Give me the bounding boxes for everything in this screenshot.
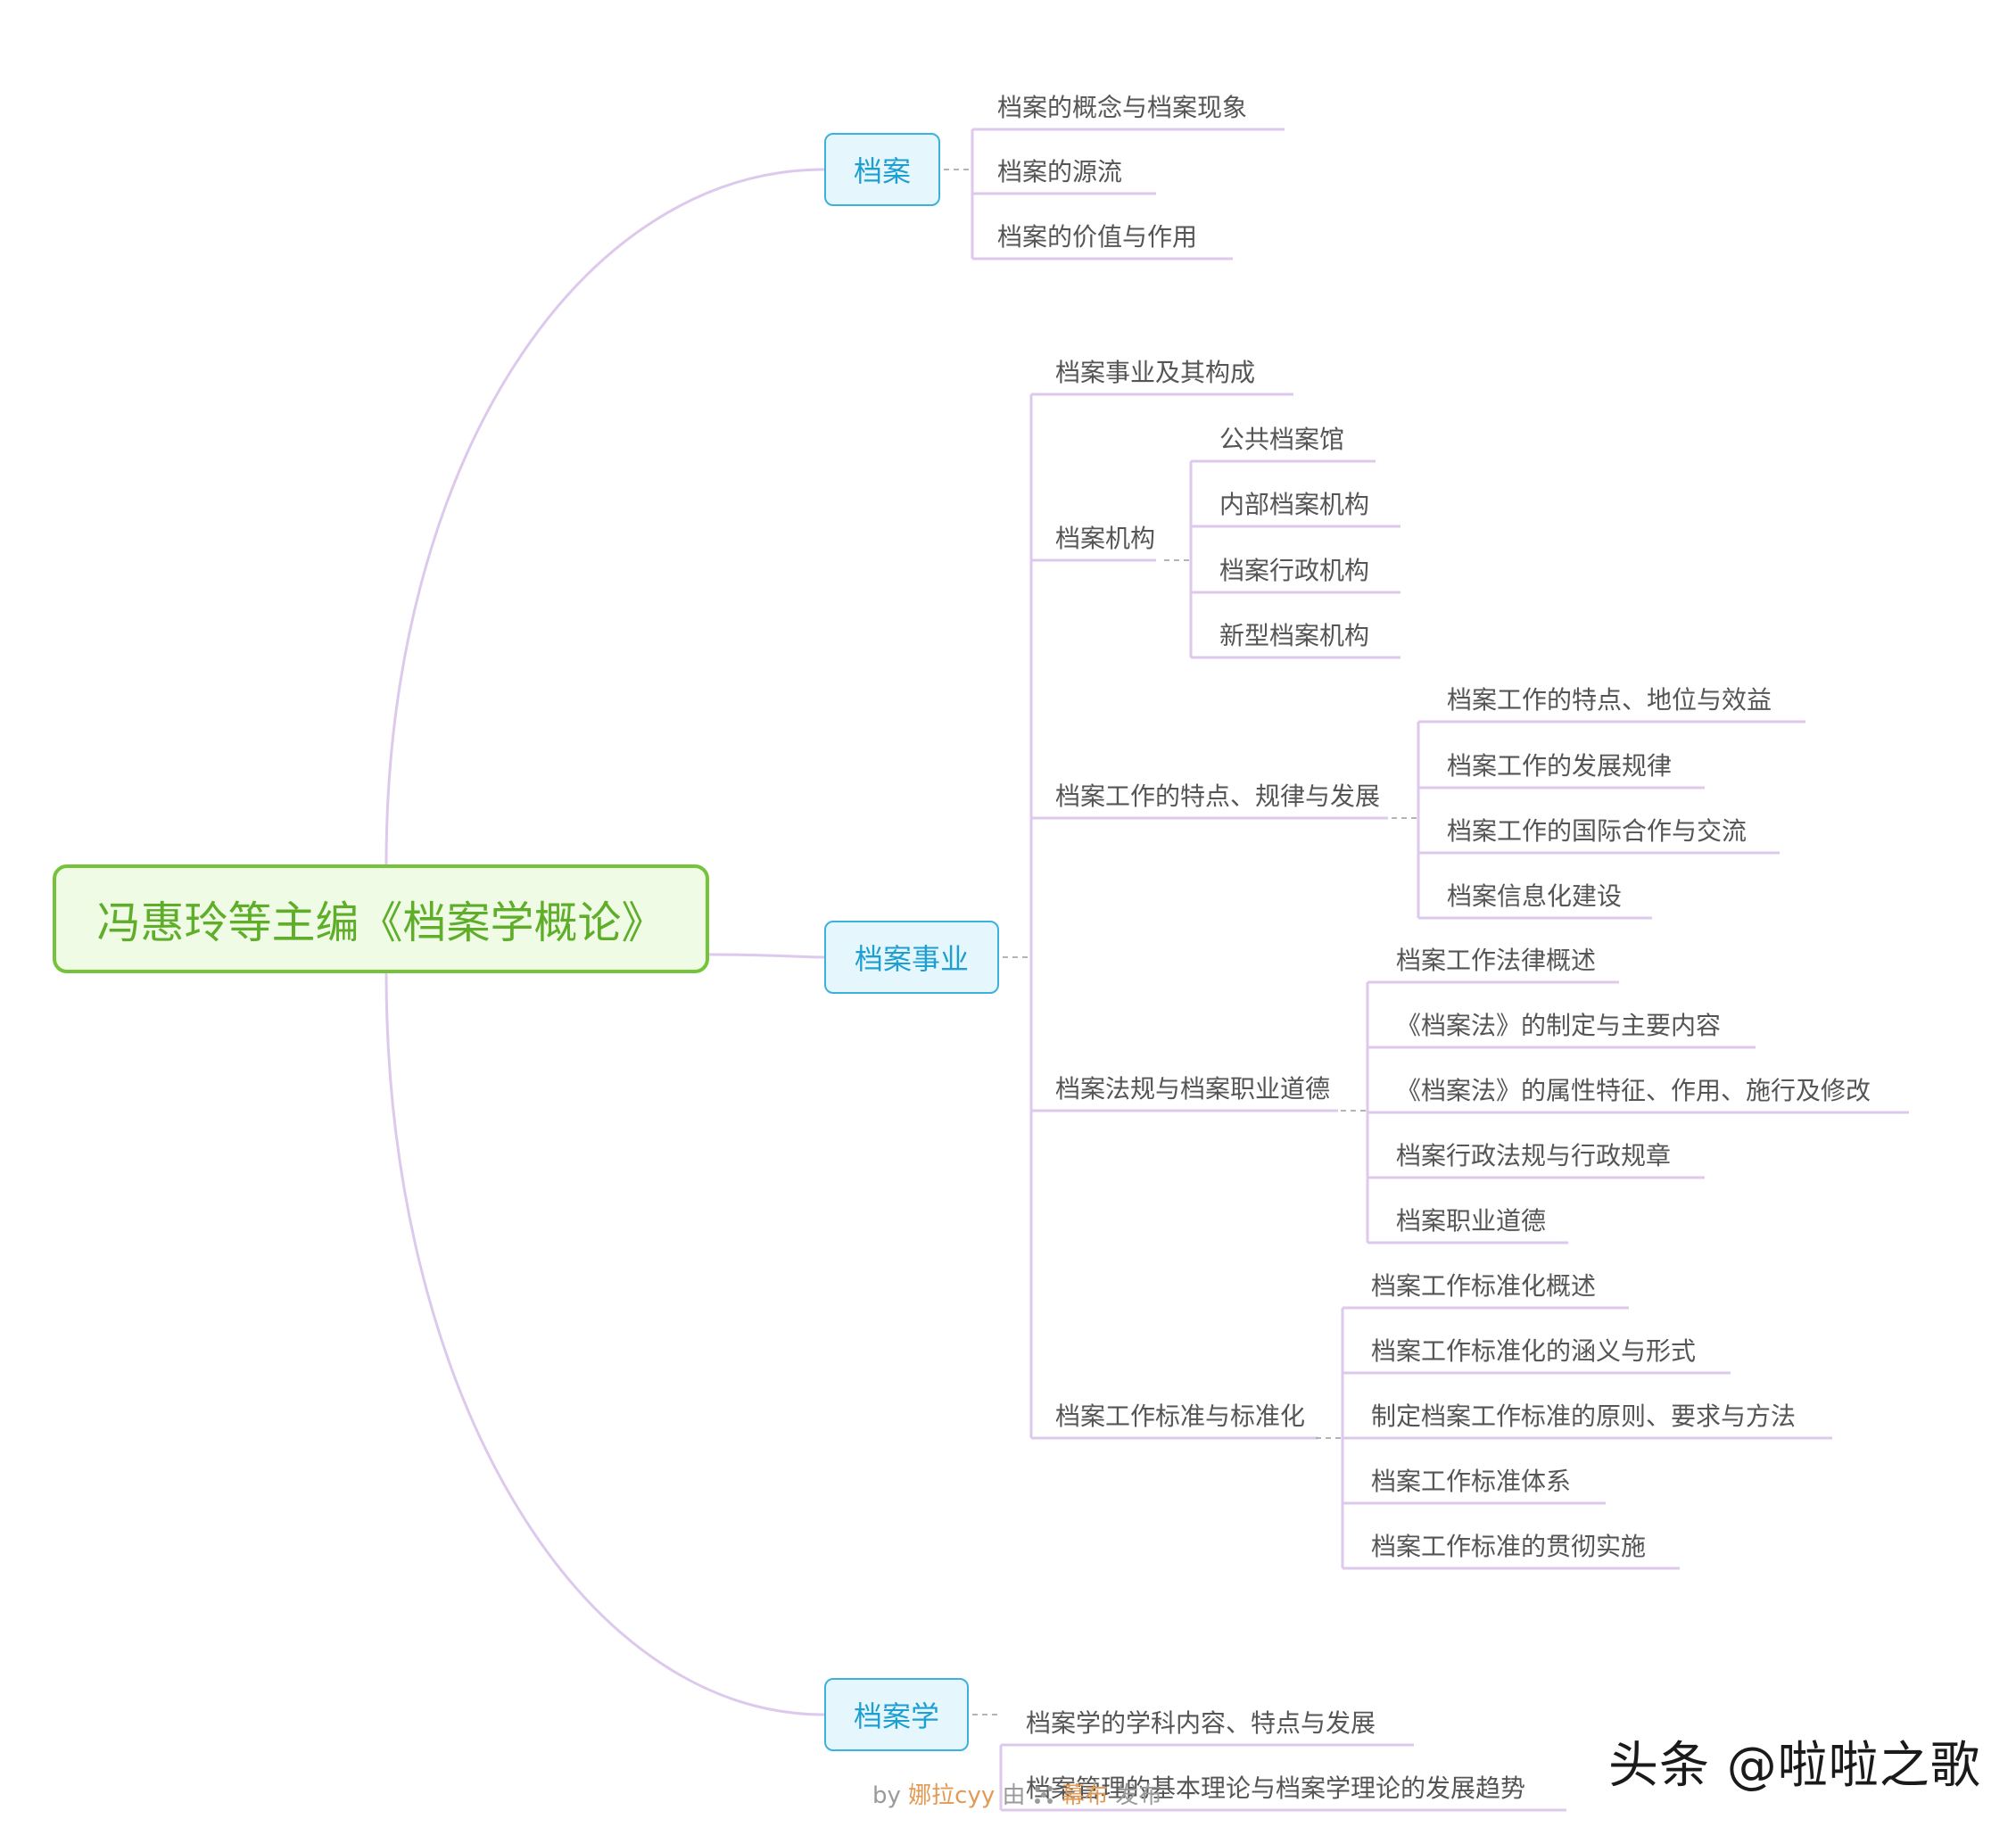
branch-archives[interactable]: 档案: [824, 133, 940, 206]
leaf-node[interactable]: 新型档案机构: [1219, 621, 1370, 650]
topic-node[interactable]: 档案的源流: [997, 157, 1123, 186]
leaf-node[interactable]: 《档案法》的制定与主要内容: [1396, 1011, 1722, 1040]
credit-author[interactable]: 娜拉cyy: [908, 1782, 996, 1809]
leaf-node[interactable]: 档案工作法律概述: [1396, 946, 1597, 975]
topic-node[interactable]: 档案的价值与作用: [997, 222, 1198, 252]
leaf-node[interactable]: 档案工作标准体系: [1371, 1467, 1572, 1496]
connector-line: [708, 953, 825, 959]
connector-line: [384, 168, 825, 865]
leaf-node[interactable]: 档案职业道德: [1396, 1206, 1547, 1236]
topic-node[interactable]: 档案管理的基本理论与档案学理论的发展趋势: [1026, 1773, 1526, 1803]
leaf-node[interactable]: 档案工作的发展规律: [1447, 751, 1673, 781]
credit-by: by: [872, 1782, 901, 1809]
branch-archival-science[interactable]: 档案学: [824, 1678, 969, 1751]
leaf-node[interactable]: 档案工作的国际合作与交流: [1447, 816, 1747, 846]
subtopic-node[interactable]: 档案事业及其构成: [1055, 358, 1256, 387]
subtopic-node[interactable]: 档案工作的特点、规律与发展: [1055, 781, 1381, 811]
leaf-node[interactable]: 档案工作标准化的涵义与形式: [1371, 1336, 1697, 1366]
leaf-node[interactable]: 档案工作标准的贯彻实施: [1371, 1532, 1647, 1561]
leaf-node[interactable]: 内部档案机构: [1219, 490, 1370, 519]
root-node[interactable]: 冯惠玲等主编《档案学概论》: [53, 864, 709, 973]
leaf-node[interactable]: 公共档案馆: [1219, 425, 1345, 454]
credit-publish: 发布: [1115, 1782, 1162, 1809]
leaf-node[interactable]: 档案行政法规与行政规章: [1396, 1141, 1672, 1170]
topic-node[interactable]: 档案学的学科内容、特点与发展: [1026, 1708, 1376, 1738]
subtopic-node[interactable]: 档案法规与档案职业道德: [1055, 1074, 1331, 1104]
leaf-node[interactable]: 制定档案工作标准的原则、要求与方法: [1371, 1401, 1797, 1431]
leaf-node[interactable]: 档案行政机构: [1219, 556, 1370, 585]
leaf-node[interactable]: 档案信息化建设: [1447, 881, 1623, 911]
mubu-logo-icon: [1034, 1786, 1053, 1804]
leaf-node[interactable]: 档案工作标准化概述: [1371, 1271, 1597, 1301]
topic-node[interactable]: 档案的概念与档案现象: [997, 93, 1248, 122]
watermark-text: 头条 @啦啦之歌: [1608, 1737, 1981, 1795]
subtopic-node[interactable]: 档案工作标准与标准化: [1055, 1401, 1306, 1431]
credit-via: 由: [1002, 1782, 1026, 1809]
connector-line: [384, 972, 825, 1716]
leaf-node[interactable]: 《档案法》的属性特征、作用、施行及修改: [1396, 1076, 1871, 1105]
subtopic-node[interactable]: 档案机构: [1055, 524, 1156, 553]
credit-brand[interactable]: 幕布: [1062, 1782, 1109, 1809]
leaf-node[interactable]: 档案工作的特点、地位与效益: [1447, 685, 1772, 715]
publish-credit: by 娜拉cyy 由 幕布 发布: [872, 1778, 1161, 1814]
branch-archives-enterprise[interactable]: 档案事业: [824, 921, 999, 994]
